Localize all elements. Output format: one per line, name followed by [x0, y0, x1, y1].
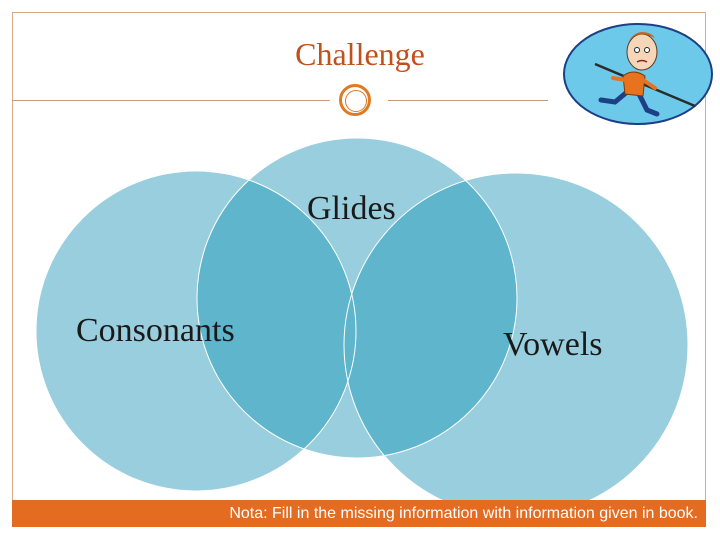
glides-vowels-overlap [344, 173, 517, 458]
tightrope-walker-icon [563, 23, 713, 125]
title-rule-right [388, 100, 548, 101]
slide-title: Challenge [295, 36, 425, 72]
glides-label: Glides [307, 190, 396, 227]
note-bar: Nota: Fill in the missing information wi… [12, 500, 706, 527]
note-text: Nota: Fill in the missing information wi… [229, 505, 698, 522]
glides-consonants-overlap [197, 171, 356, 458]
glides-outline [196, 137, 518, 459]
circle-ornament-icon [339, 84, 371, 116]
consonants-outline [35, 170, 357, 492]
consonants-label: Consonants [76, 312, 235, 349]
vowels-label: Vowels [503, 326, 603, 363]
title-rule-left [12, 100, 330, 101]
